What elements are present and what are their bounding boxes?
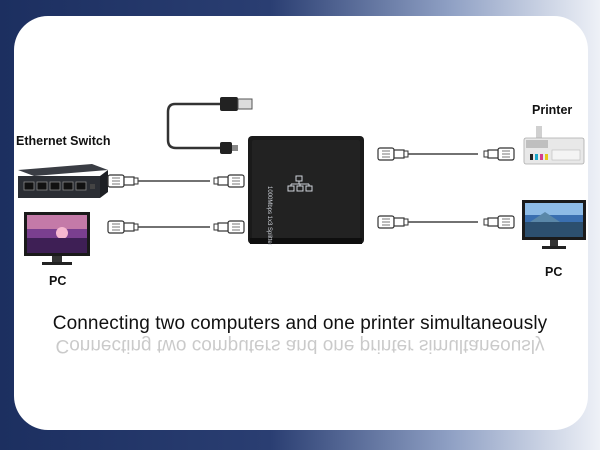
ethernet-switch-device — [18, 164, 108, 198]
cable-switch-to-splitter — [107, 174, 245, 188]
pc-right-label: PC — [545, 265, 563, 279]
cable-splitter-to-pc — [377, 215, 515, 229]
splitter-model-text: 1000Mbps 1x3 Splitter — [266, 186, 272, 246]
caption-reflection: Connecting two computers and one printer… — [55, 335, 545, 356]
printer-label: Printer — [532, 103, 573, 117]
pc-left-monitor — [24, 212, 90, 265]
caption-text: Connecting two computers and one printer… — [52, 313, 548, 334]
cable-pc-to-splitter — [107, 220, 245, 234]
usb-power-cable — [166, 97, 253, 154]
cable-splitter-to-printer — [377, 147, 515, 161]
printer-device — [523, 126, 585, 165]
pc-left-label: PC — [49, 274, 67, 288]
ethernet-switch-label: Ethernet Switch — [16, 134, 111, 148]
splitter-device — [248, 136, 364, 244]
pc-right-monitor — [522, 200, 586, 249]
